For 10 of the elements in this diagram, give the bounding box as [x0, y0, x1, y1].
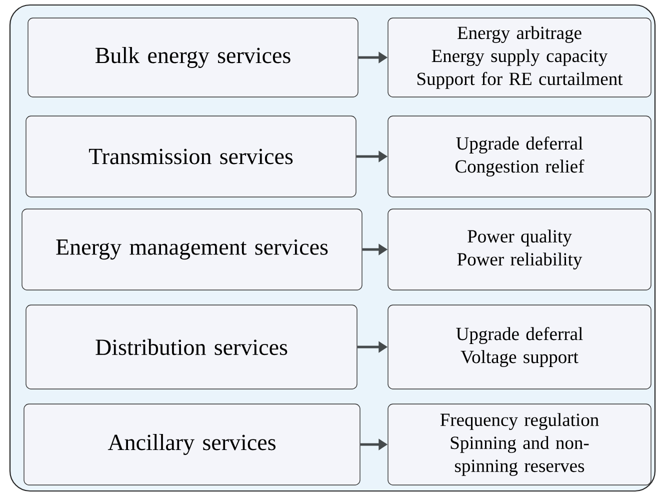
- list-box: Frequency regulation Spinning and non- spinning reserves: [388, 404, 652, 486]
- list-box: Power quality Power reliability: [388, 208, 652, 290]
- service-box: Distribution services: [26, 304, 358, 390]
- list-box: Energy arbitrage Energy supply capacity Support for RE curtailment: [388, 18, 652, 98]
- list-box: Upgrade deferral Congestion relief: [388, 116, 652, 198]
- service-box: Ancillary services: [24, 404, 360, 486]
- service-box: Transmission services: [26, 116, 356, 198]
- list-box: Upgrade deferral Voltage support: [388, 304, 652, 390]
- service-box: Bulk energy services: [28, 18, 358, 98]
- service-box: Energy management services: [22, 208, 362, 290]
